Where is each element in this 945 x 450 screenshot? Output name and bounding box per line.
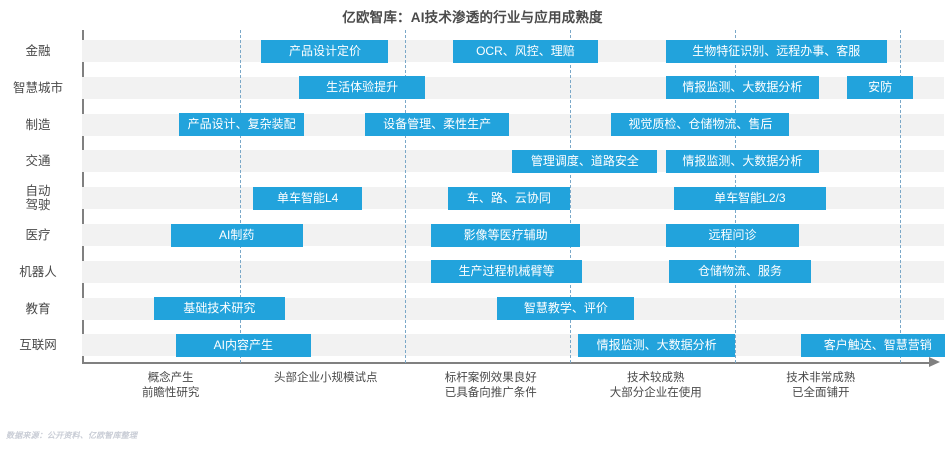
bar-row6-item2[interactable]: 影像等医疗辅助 (431, 223, 580, 247)
bar-row3-item1[interactable]: 产品设计、复杂装配 (178, 113, 305, 137)
x-axis-line (82, 362, 930, 364)
stage-label-2: 头部企业小规模试点 (274, 372, 378, 384)
bar-row1-item1[interactable]: 产品设计定价 (261, 39, 389, 63)
source-note: 数据来源：公开资料、亿欧智库整理 (6, 431, 138, 440)
row-label-7: 机器人 (19, 264, 57, 279)
row-label-9: 互联网 (19, 338, 57, 353)
bar-row6-item1[interactable]: AI制药 (170, 223, 303, 247)
row-label-2: 智慧城市 (12, 80, 63, 95)
row-label-1: 金融 (25, 44, 51, 58)
gridline-stage-5 (900, 30, 901, 363)
bar-row9-item1[interactable]: AI内容产生 (175, 333, 311, 357)
bar-row4-item1[interactable]: 管理调度、道路安全 (512, 149, 658, 173)
bar-row6-item3[interactable]: 远程问诊 (665, 223, 800, 247)
bar-row1-item2[interactable]: OCR、风控、理赔 (452, 39, 599, 63)
bar-row7-item1[interactable]: 生产过程机械臂等 (431, 260, 582, 284)
bar-row2-item2[interactable]: 情报监测、大数据分析 (665, 76, 820, 100)
gridline-stage-2 (405, 30, 406, 363)
row-label-3: 制造 (25, 117, 51, 132)
row-label-6: 医疗 (25, 228, 51, 242)
bar-row7-item2[interactable]: 仓储物流、服务 (669, 260, 811, 284)
bar-row9-item2[interactable]: 情报监测、大数据分析 (578, 333, 735, 357)
bar-row5-item3[interactable]: 单车智能L2/3 (673, 186, 826, 210)
row-label-8: 教育 (25, 301, 51, 316)
page-title: 亿欧智库：AI技术渗透的行业与应用成熟度 (342, 10, 603, 25)
stage-label-1: 概念产生前瞻性研究 (141, 372, 200, 399)
bar-row2-item1[interactable]: 生活体验提升 (299, 76, 425, 100)
bar-row5-item1[interactable]: 单车智能L4 (253, 186, 363, 210)
row-label-4: 交通 (25, 154, 51, 169)
bar-row8-item1[interactable]: 基础技术研究 (154, 297, 285, 321)
bar-row3-item3[interactable]: 视觉质检、仓储物流、售后 (611, 113, 790, 137)
row-label-5: 自动驾驶 (25, 184, 51, 213)
stage-label-3: 标杆案例效果良好已具备向推广条件 (444, 372, 537, 399)
bar-row5-item2[interactable]: 车、路、云协同 (447, 186, 570, 210)
stage-label-5: 技术非常成熟已全面铺开 (786, 372, 856, 399)
x-axis-arrow-icon (929, 357, 940, 367)
bar-row4-item2[interactable]: 情报监测、大数据分析 (665, 149, 820, 173)
bar-row2-item3[interactable]: 安防 (847, 76, 914, 100)
stage-label-4: 技术较成熟大部分企业在使用 (609, 372, 702, 399)
bar-row8-item2[interactable]: 智慧教学、评价 (497, 297, 635, 321)
bar-row9-item3[interactable]: 客户触达、智慧营销 (801, 333, 945, 357)
bar-row3-item2[interactable]: 设备管理、柔性生产 (365, 113, 509, 137)
bar-row1-item3[interactable]: 生物特征识别、远程办事、客服 (665, 39, 887, 63)
gridline-stage-3 (570, 30, 571, 363)
gridline-stage-1 (240, 30, 241, 363)
